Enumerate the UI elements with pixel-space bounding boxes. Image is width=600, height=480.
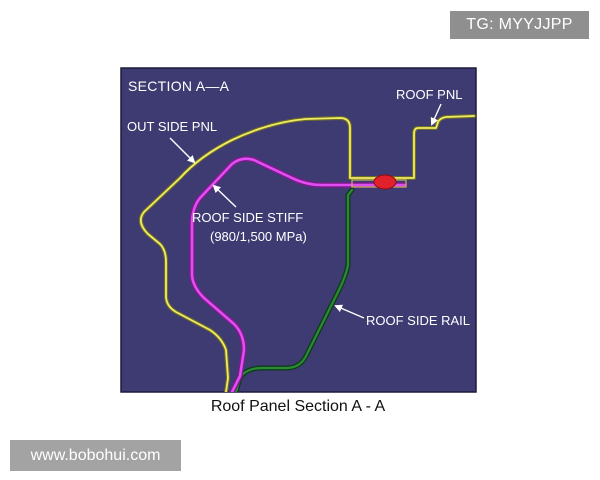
label-out-side-pnl: OUT SIDE PNL bbox=[127, 119, 217, 134]
diagram-caption: Roof Panel Section A - A bbox=[210, 398, 386, 415]
label-roof-side-stiff: ROOF SIDE STIFF bbox=[192, 210, 303, 225]
weld-spot bbox=[373, 174, 397, 190]
diagram-panel bbox=[120, 67, 477, 393]
label-roof-side-rail: ROOF SIDE RAIL bbox=[366, 313, 470, 328]
arrow-roof-side-rail bbox=[334, 304, 365, 319]
arrow-roof-pnl bbox=[430, 103, 442, 126]
tg-watermark: TG: MYYJJPP bbox=[450, 11, 589, 39]
label-roof-pnl: ROOF PNL bbox=[396, 87, 462, 102]
arrow-out-side-pnl bbox=[169, 137, 196, 164]
arrow-roof-side-stiff bbox=[212, 184, 237, 208]
site-watermark: www.bobohui.com bbox=[10, 440, 181, 471]
label-roof-side-stiff-spec: (980/1,500 MPa) bbox=[210, 229, 307, 244]
section-title: SECTION A—A bbox=[128, 78, 230, 94]
